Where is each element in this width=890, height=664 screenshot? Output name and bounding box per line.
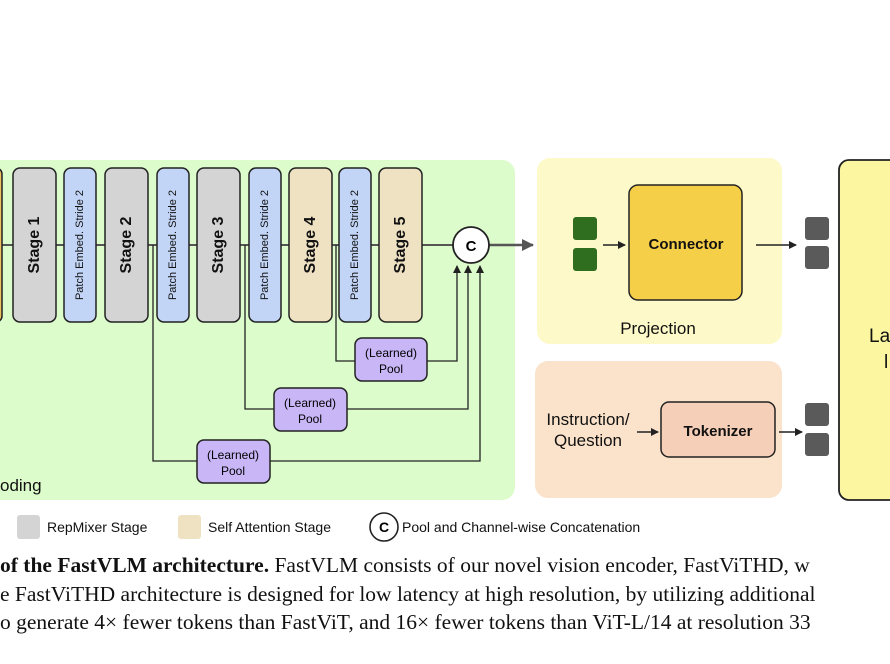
stage-block: Stage 5 (378, 167, 423, 323)
stage-label: Stage 3 (210, 216, 227, 273)
patch-embed-block: Patch Embed. Stride 2 (338, 167, 372, 323)
pool-label: (Learned) (207, 448, 259, 462)
connector-label: Connector (649, 236, 724, 253)
patch-embed-label: Patch Embed. Stride 2 (74, 190, 86, 300)
pool-label: (Learned) (284, 396, 336, 410)
skip-line-stage2 (152, 245, 197, 462)
tokenizer-block (660, 401, 776, 458)
caption-line-3: o generate 4× fewer tokens than FastViT,… (0, 610, 811, 634)
pool-block: (Learned) Pool (273, 387, 348, 432)
stage-block: Stage 4 (288, 167, 333, 323)
pool-label: (Learned) (365, 346, 417, 360)
concat-symbol: C (466, 238, 477, 255)
stage-label: Stage 4 (302, 216, 319, 273)
patch-embed-block: Patch Embed. Stride 2 (156, 167, 190, 323)
caption-line-2: e FastViTHD architecture is designed for… (0, 582, 816, 606)
pool-block: (Learned) Pool (354, 337, 428, 382)
visual-token (573, 217, 597, 240)
caption-line-1: of the FastVLM architecture. FastVLM con… (0, 553, 810, 578)
legend-concat-icon (369, 512, 399, 542)
partial-stem-block (0, 168, 3, 322)
vision-encoder-label: oding (0, 476, 42, 495)
skip-line-stage4-out (427, 265, 461, 362)
legend-swatch-repmixer (17, 515, 40, 539)
pool-label: Pool (298, 412, 322, 426)
llm-block (838, 159, 890, 501)
legend-label-repmixer: RepMixer Stage (47, 519, 148, 535)
output-token (805, 217, 829, 240)
patch-embed-block: Patch Embed. Stride 2 (63, 167, 97, 323)
patch-embed-label: Patch Embed. Stride 2 (259, 190, 271, 300)
tokenizer-label: Tokenizer (684, 423, 753, 440)
patch-embed-block: Patch Embed. Stride 2 (248, 167, 282, 323)
stage-label: Stage 1 (26, 216, 43, 273)
legend-concat-symbol: C (379, 519, 389, 535)
stage-label: Stage 5 (392, 216, 409, 273)
instruction-label: Instruction/ (546, 410, 629, 429)
stage-label: Stage 2 (118, 216, 135, 273)
skip-line-stage3-out (347, 265, 472, 410)
caption-text: FastVLM consists of our novel vision enc… (269, 553, 810, 577)
legend-label-concat: Pool and Channel-wise Concatenation (402, 519, 640, 535)
projection-label: Projection (620, 319, 696, 338)
question-label: Question (554, 431, 622, 450)
caption-title: of the FastVLM architecture. (0, 553, 270, 577)
llm-label: La (869, 326, 890, 347)
pool-label: Pool (221, 464, 245, 478)
patch-embed-label: Patch Embed. Stride 2 (349, 190, 361, 300)
skip-line-stage2-out (270, 265, 484, 462)
connector-block (628, 184, 743, 301)
visual-token (573, 248, 597, 271)
llm-label: l (884, 352, 888, 373)
output-token (805, 246, 829, 269)
legend-swatch-attention (178, 515, 201, 539)
output-token (805, 403, 829, 426)
output-token (805, 433, 829, 456)
skip-line-stage4 (335, 245, 355, 362)
stage-block: Stage 2 (104, 167, 149, 323)
stage-block: Stage 1 (12, 167, 57, 323)
patch-embed-label: Patch Embed. Stride 2 (167, 190, 179, 300)
stage-block: Stage 3 (196, 167, 241, 323)
concat-node: C (452, 226, 490, 264)
pool-label: Pool (379, 362, 403, 376)
skip-line-stage3 (244, 245, 274, 410)
legend-label-attention: Self Attention Stage (208, 519, 331, 535)
pool-block: (Learned) Pool (196, 439, 271, 484)
